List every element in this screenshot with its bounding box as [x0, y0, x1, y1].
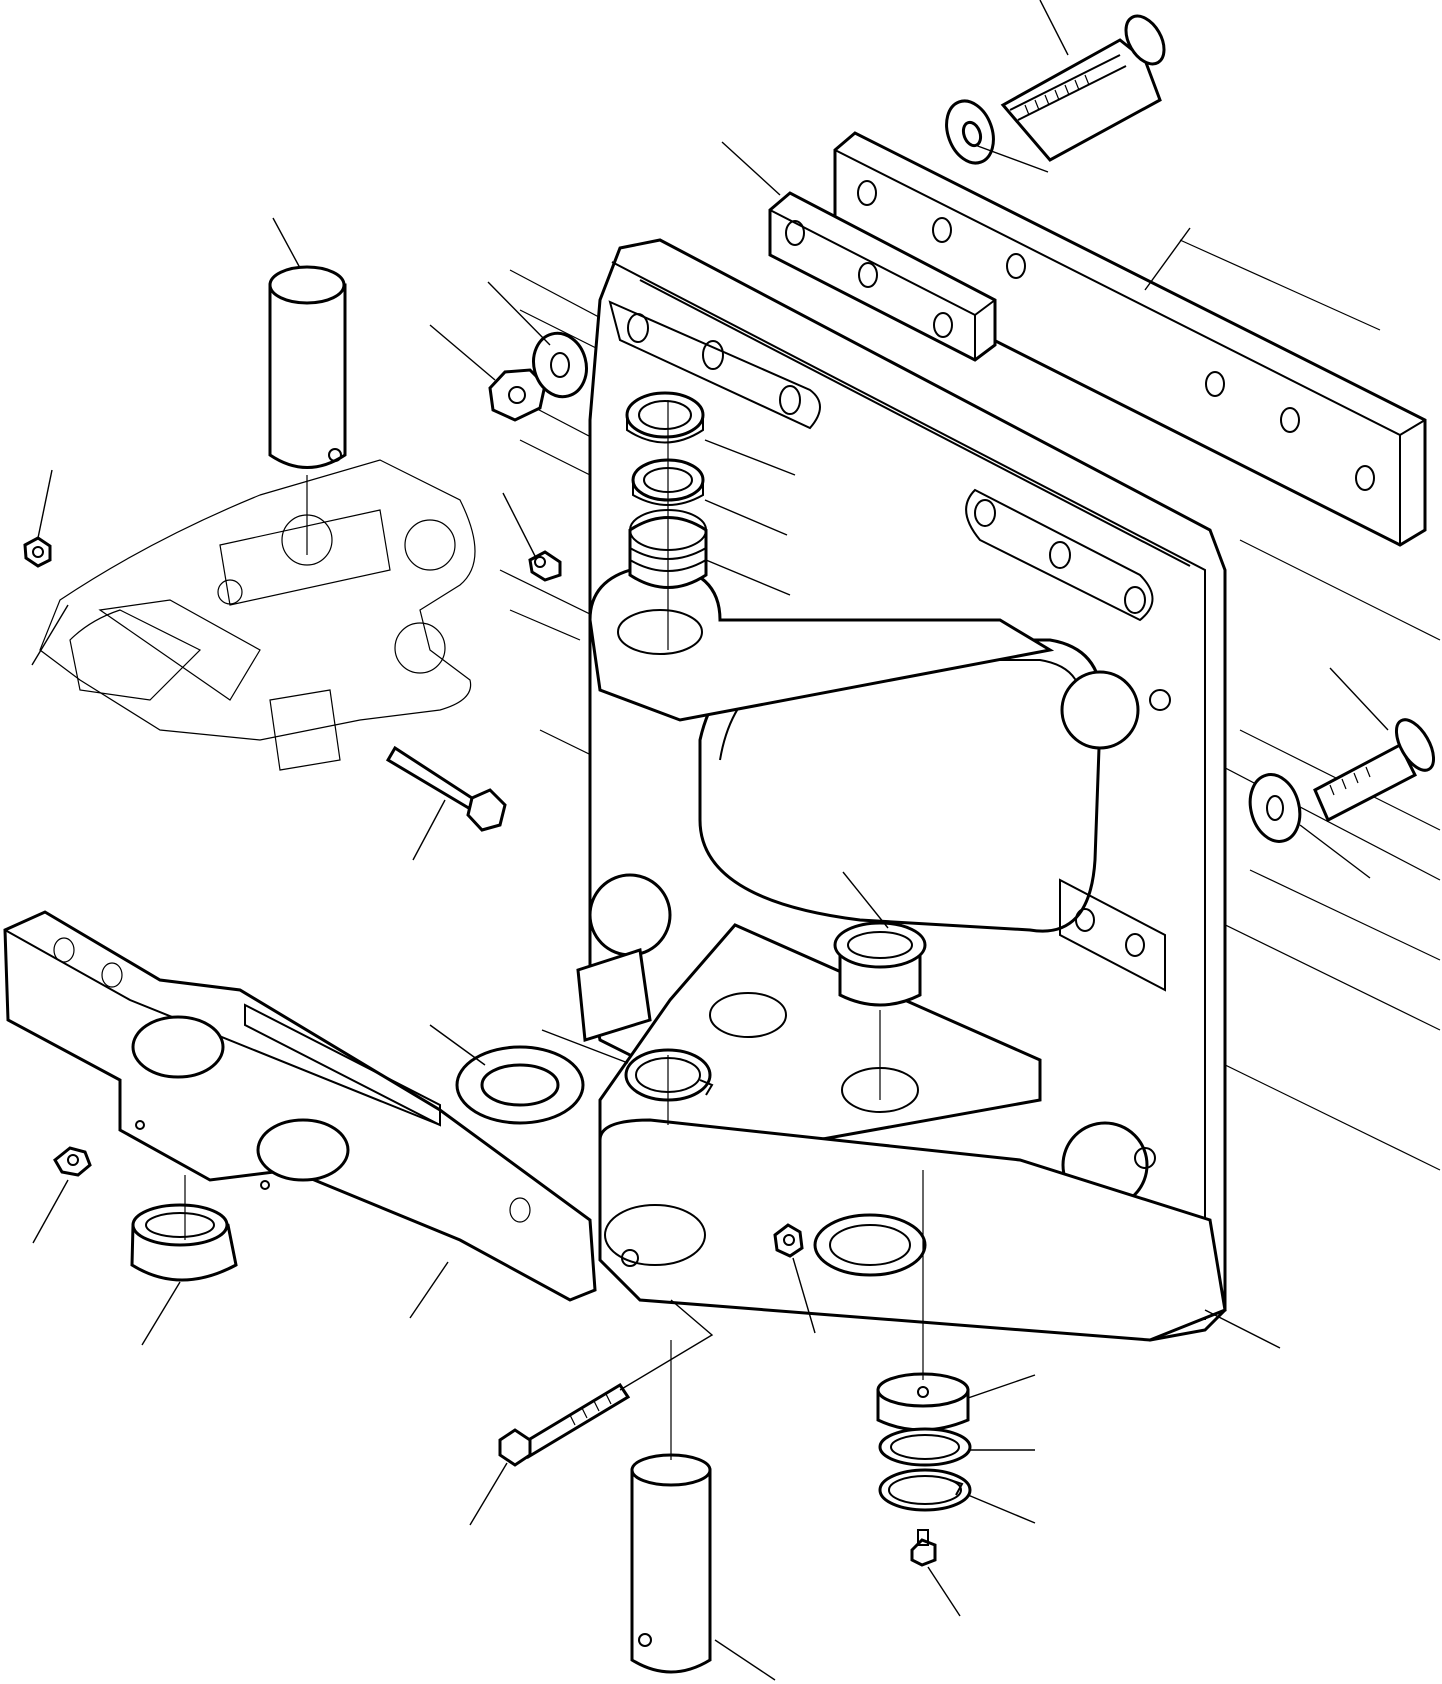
leader-bushing-1	[704, 439, 796, 476]
snap-ring-lower	[878, 1468, 972, 1512]
arm-plate	[3, 910, 597, 1302]
leader-shim-short	[721, 141, 781, 196]
bushing-lower-left	[130, 1203, 238, 1282]
leader-bushing-2	[704, 499, 788, 536]
leader-snap-lower	[967, 1494, 1036, 1524]
leader-center	[842, 871, 889, 929]
bushing-lower-right-2	[878, 1427, 972, 1467]
leader-bushing-lower-left	[141, 1281, 181, 1346]
leader-snap	[541, 1029, 629, 1064]
bushing-upper-1	[625, 391, 705, 444]
pin-upper-left	[268, 265, 347, 469]
main-frame	[576, 238, 1227, 1342]
leader-bushing-3	[705, 559, 791, 596]
shim-plate-short	[768, 191, 997, 362]
large-bolt-top	[1000, 14, 1166, 162]
bushing-lower-right-1	[876, 1372, 970, 1432]
leader-lower-bolt-to-pin	[619, 1299, 714, 1391]
leader-bolt-right	[1329, 667, 1389, 731]
subframe-detail	[39, 459, 476, 771]
leader-lines	[31, 0, 1389, 1681]
nut-lower	[773, 1223, 804, 1258]
leader-washer-left	[487, 281, 551, 346]
nut-small-left	[23, 536, 52, 568]
bolt-lower	[498, 1382, 631, 1467]
leader-bolt-left	[412, 799, 446, 861]
leader-subframe	[31, 604, 69, 666]
leader-grease-upper	[502, 492, 536, 557]
leader-nut-left	[429, 324, 496, 381]
leader-nut-lower	[792, 1257, 816, 1334]
leader-bolt-top	[1039, 0, 1069, 56]
leader-grease-lower	[927, 1566, 961, 1617]
leader-arm	[409, 1261, 449, 1319]
washer-top	[945, 99, 995, 165]
snap-ring	[624, 1048, 714, 1102]
leader-washer-top	[974, 144, 1049, 173]
bushing-center	[833, 921, 927, 1007]
leader-bolt-lower	[469, 1462, 508, 1526]
leader-pin-lower	[714, 1639, 776, 1681]
leader-pin-upper	[272, 217, 301, 269]
leader-bushing-lr1	[967, 1374, 1036, 1399]
pin-lower	[630, 1453, 712, 1674]
grease-fitting-upper	[528, 550, 562, 582]
leader-grease-left	[32, 1179, 69, 1244]
grease-fitting-lower	[910, 1529, 937, 1567]
washer-right	[1248, 773, 1302, 843]
leader-thrust	[429, 1024, 486, 1066]
leader-washer-right	[1299, 824, 1371, 879]
leader-frame	[1204, 1309, 1281, 1349]
grease-fitting-left	[53, 1146, 92, 1177]
bolt-right	[1313, 718, 1436, 823]
washer-left	[532, 331, 588, 399]
leader-nut-small	[37, 469, 53, 539]
nut-left	[488, 368, 547, 422]
bolt-left-detail	[385, 745, 507, 832]
leader-shim-long	[1144, 227, 1191, 291]
thrust-washer	[455, 1045, 585, 1125]
